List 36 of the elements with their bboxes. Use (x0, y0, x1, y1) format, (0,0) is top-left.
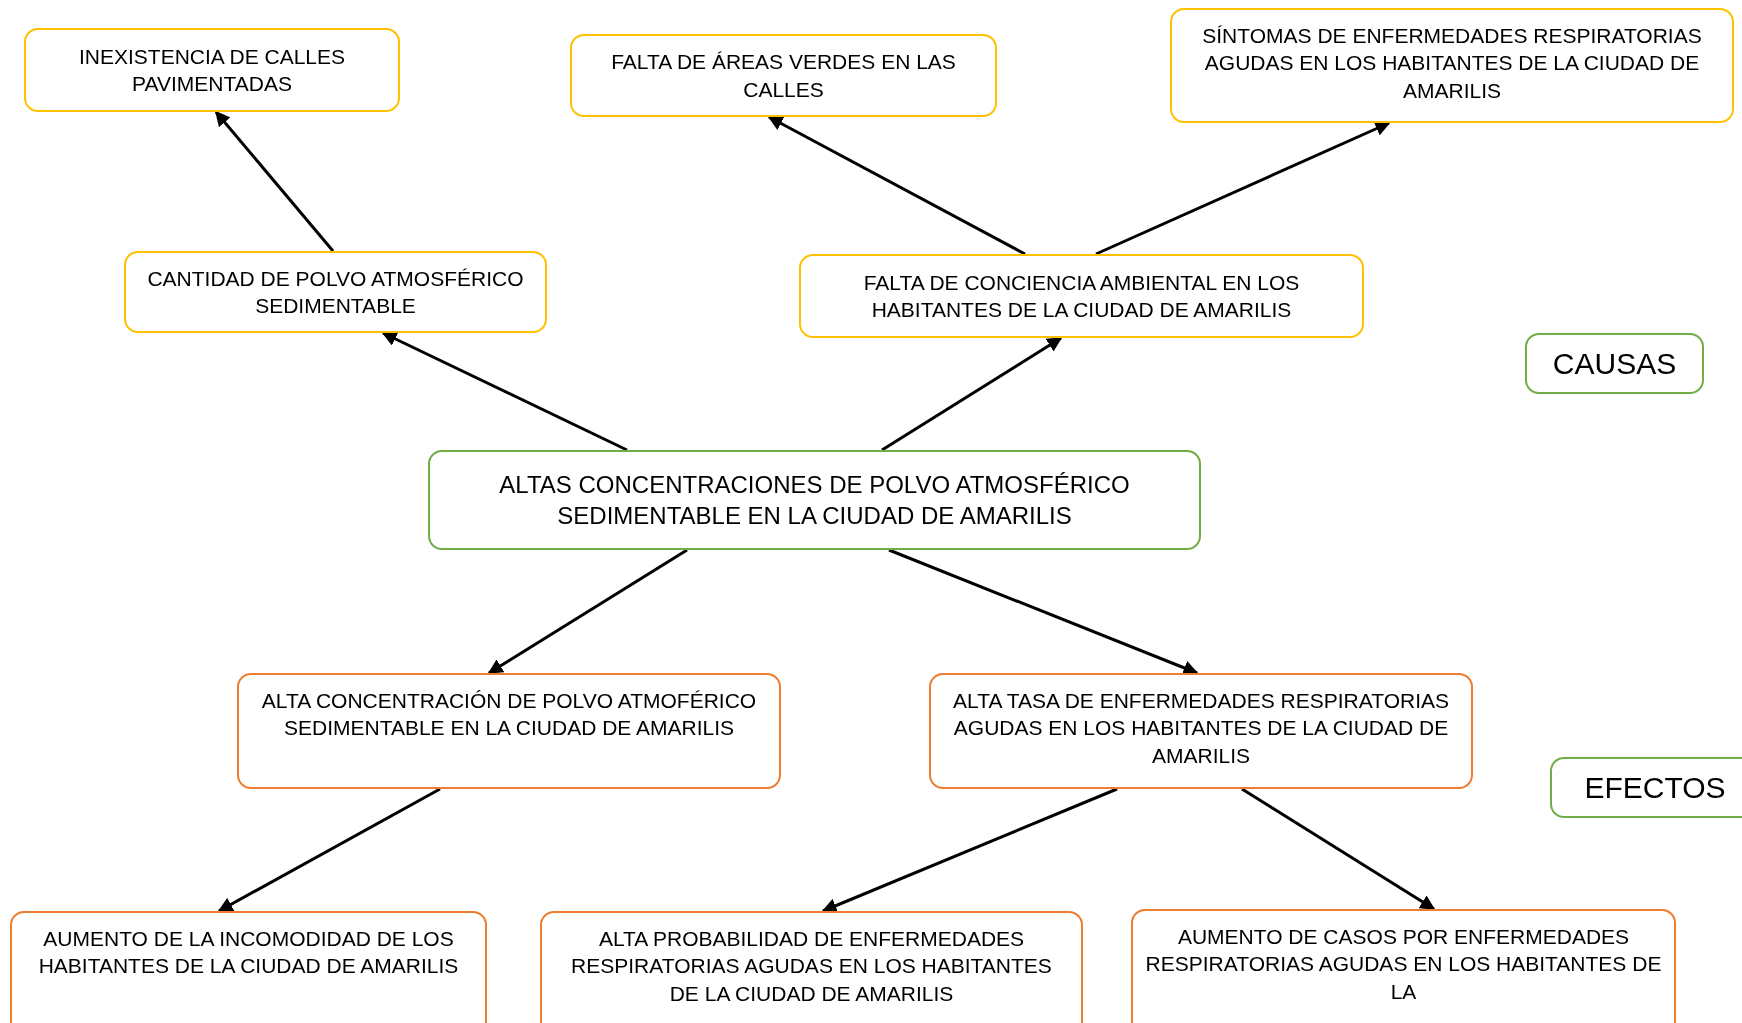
cause-box (24, 28, 400, 112)
effect-box (929, 673, 1473, 789)
node-text: EFECTOS (1584, 770, 1726, 806)
node-text: FALTA DE CONCIENCIA AMBIENTAL EN LOS HABITANTES DE LA CIUDAD DE AMARILIS (862, 269, 1301, 323)
arrow (381, 331, 628, 452)
cause-box (799, 254, 1364, 338)
arrow (821, 787, 1118, 913)
arrow (217, 787, 441, 913)
effect-box (540, 911, 1083, 1023)
node-text: FALTA DE ÁREAS VERDES EN LAS CALLES (610, 49, 957, 103)
cause-box (1170, 8, 1734, 123)
node-text: CAUSAS (1552, 346, 1677, 382)
node-text: ALTA TASA DE ENFERMEDADES RESPIRATORIAS AGUDAS EN LOS HABITANTES DE LA CIUDAD DE AMARILIS (952, 688, 1450, 769)
node-text: CANTIDAD DE POLVO ATMOSFÉRICO SEDIMENTABLE (146, 265, 525, 319)
arrow (1095, 121, 1391, 256)
cause-box (570, 34, 997, 117)
node-text: AUMENTO DE CASOS POR ENFERMEDADES RESPIRATORIAS AGUDAS EN LOS HABITANTES DE LA (1145, 924, 1662, 1005)
effect-box (237, 673, 781, 789)
arrow (487, 548, 688, 675)
arrow (888, 548, 1199, 675)
central-problem-box (428, 450, 1201, 550)
cause-box (124, 251, 547, 333)
effect-box (10, 911, 487, 1023)
node-text: INEXISTENCIA DE CALLES PAVIMENTADAS (77, 43, 347, 97)
node-text: ALTAS CONCENTRACIONES DE POLVO ATMOSFÉRICO SEDIMENTABLE EN LA CIUDAD DE AMARILIS (498, 469, 1131, 531)
arrow (881, 336, 1063, 452)
node-text: AUMENTO DE LA INCOMODIDAD DE LOS HABITANTES DE LA CIUDAD DE AMARILIS (37, 926, 460, 980)
arrow (1241, 787, 1436, 911)
section-label-box (1550, 757, 1742, 818)
node-text: ALTA PROBABILIDAD DE ENFERMEDADES RESPIRATORIAS AGUDAS EN LOS HABITANTES DE LA CIUDAD DE AMARILIS (570, 926, 1053, 1007)
arrow (767, 115, 1026, 256)
node-text: ALTA CONCENTRACIÓN DE POLVO ATMOFÉRICO SEDIMENTABLE EN LA CIUDAD DE AMARILIS (260, 688, 758, 742)
arrow (214, 110, 335, 252)
section-label-box (1525, 333, 1704, 394)
effect-box (1131, 909, 1676, 1023)
node-text: SÍNTOMAS DE ENFERMEDADES RESPIRATORIAS AGUDAS EN LOS HABITANTES DE LA CIUDAD DE AMARILIS (1201, 23, 1703, 104)
